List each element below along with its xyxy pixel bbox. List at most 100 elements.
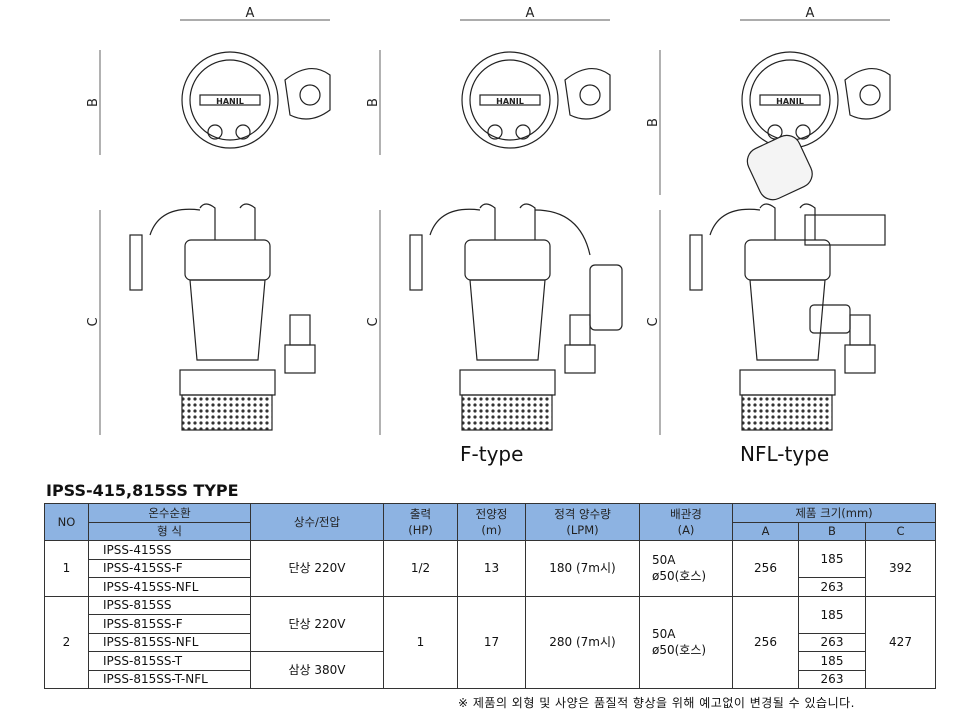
flange-hole xyxy=(579,84,601,106)
top-view-ring xyxy=(469,59,551,141)
cell-flow: 180 (7m시) xyxy=(525,540,640,597)
hose-connector xyxy=(849,314,871,346)
pump-base xyxy=(459,369,556,396)
disclaimer-note: ※ 제품의 외형 및 사양은 품질적 향상을 위해 예고없이 변경될 수 있습니… xyxy=(458,696,855,710)
cell-no: 1 xyxy=(44,540,89,597)
cell-model: IPSS-415SS-NFL xyxy=(88,577,251,597)
cable xyxy=(429,208,481,236)
header-phase: 상수/전압 xyxy=(250,503,384,541)
hose-size: ø50(호스) xyxy=(652,643,707,658)
motor-body xyxy=(189,279,266,361)
cell-phase: 단상 220V xyxy=(250,595,384,652)
header-c: C xyxy=(865,521,936,541)
brand-plate xyxy=(759,94,821,106)
dimension-label-b: B xyxy=(86,98,101,107)
table-title: IPSS-415,815SS TYPE xyxy=(46,481,239,500)
pump-base xyxy=(179,369,276,396)
dimension-label-b: B xyxy=(646,118,661,127)
discharge-flange xyxy=(564,68,611,120)
header-output-unit: (HP) xyxy=(408,523,433,537)
cell-head: 13 xyxy=(457,540,526,597)
cell-head: 17 xyxy=(457,595,526,689)
cell-model: IPSS-415SS xyxy=(88,540,251,560)
cell-phase: 삼상 380V xyxy=(250,651,384,689)
motor-body xyxy=(749,279,826,361)
cell-c: 427 xyxy=(865,595,936,689)
cable-gland xyxy=(235,124,251,140)
header-pipe-unit: (A) xyxy=(677,523,695,537)
dimension-label-a: A xyxy=(526,6,535,21)
strainer xyxy=(181,394,273,431)
handle xyxy=(759,203,816,240)
dimension-label-a: A xyxy=(246,6,255,21)
cable-plug xyxy=(409,234,423,291)
header-model: 형 식 xyxy=(88,521,251,541)
brand-plate xyxy=(479,94,541,106)
cell-b: 185 xyxy=(798,595,866,634)
motor-body xyxy=(469,279,546,361)
cable xyxy=(149,208,201,236)
cell-b: 263 xyxy=(798,669,866,689)
header-flow-unit: (LPM) xyxy=(566,523,599,537)
header-b: B xyxy=(798,521,866,541)
cable-plug xyxy=(689,234,703,291)
cable-gland xyxy=(515,124,531,140)
cell-c: 392 xyxy=(865,540,936,597)
cell-model: IPSS-815SS-T-NFL xyxy=(88,669,251,689)
discharge-outlet xyxy=(564,344,596,374)
float-switch-top xyxy=(746,134,813,201)
header-a: A xyxy=(732,521,799,541)
cell-b: 185 xyxy=(798,540,866,578)
cell-hp: 1/2 xyxy=(383,540,458,597)
hose-connector xyxy=(569,314,591,346)
table-row: 1 IPSS-415SS 단상 220V 1/2 13 180 (7m시) 50… xyxy=(44,540,936,597)
top-view-body xyxy=(461,51,559,149)
brand-plate xyxy=(199,94,261,106)
float-controller xyxy=(804,214,886,246)
header-flow-label: 정격 양수량 xyxy=(554,507,611,521)
cell-hp: 1 xyxy=(383,595,458,689)
cell-phase: 단상 220V xyxy=(250,540,384,597)
handle xyxy=(199,203,256,240)
flange-hole xyxy=(299,84,321,106)
cell-model: IPSS-815SS xyxy=(88,595,251,615)
cell-model: IPSS-815SS-F xyxy=(88,614,251,634)
dimension-label-c: C xyxy=(366,317,381,326)
header-size: 제품 크기(mm) xyxy=(732,503,936,523)
dimension-label-a: A xyxy=(806,6,815,21)
header-output-label: 출력 xyxy=(409,507,432,521)
strainer xyxy=(741,394,833,431)
hose-size: ø50(호스) xyxy=(652,569,707,584)
cell-b: 185 xyxy=(798,651,866,671)
cable-gland xyxy=(795,124,811,140)
motor-head xyxy=(744,239,831,281)
cell-model: IPSS-415SS-F xyxy=(88,558,251,578)
header-circ: 온수순환 xyxy=(88,503,251,523)
pump-base xyxy=(739,369,836,396)
cell-a: 256 xyxy=(732,540,799,597)
cable xyxy=(709,208,761,236)
brand-label: HANIL xyxy=(776,97,804,106)
pipe-size: 50A xyxy=(652,553,676,568)
header-flow: 정격 양수량 (LPM) xyxy=(525,503,640,541)
table-row: IPSS-815SS-F xyxy=(45,614,936,634)
handle xyxy=(479,203,536,240)
cable-gland xyxy=(207,124,223,140)
brand-label: HANIL xyxy=(496,97,524,106)
pipe-size: 50A xyxy=(652,627,676,642)
spec-table: NO 온수순환 상수/전압 출력(HP) 전양정(m) 정격 양수량(LPM) … xyxy=(44,503,936,689)
nfl-type-label: NFL-type xyxy=(740,442,830,466)
cable-plug xyxy=(129,234,143,291)
header-pipe: 배관경(A) xyxy=(639,503,733,541)
strainer xyxy=(461,394,553,431)
table-row: IPSS-415SS-F xyxy=(45,558,936,578)
discharge-outlet xyxy=(844,344,876,374)
